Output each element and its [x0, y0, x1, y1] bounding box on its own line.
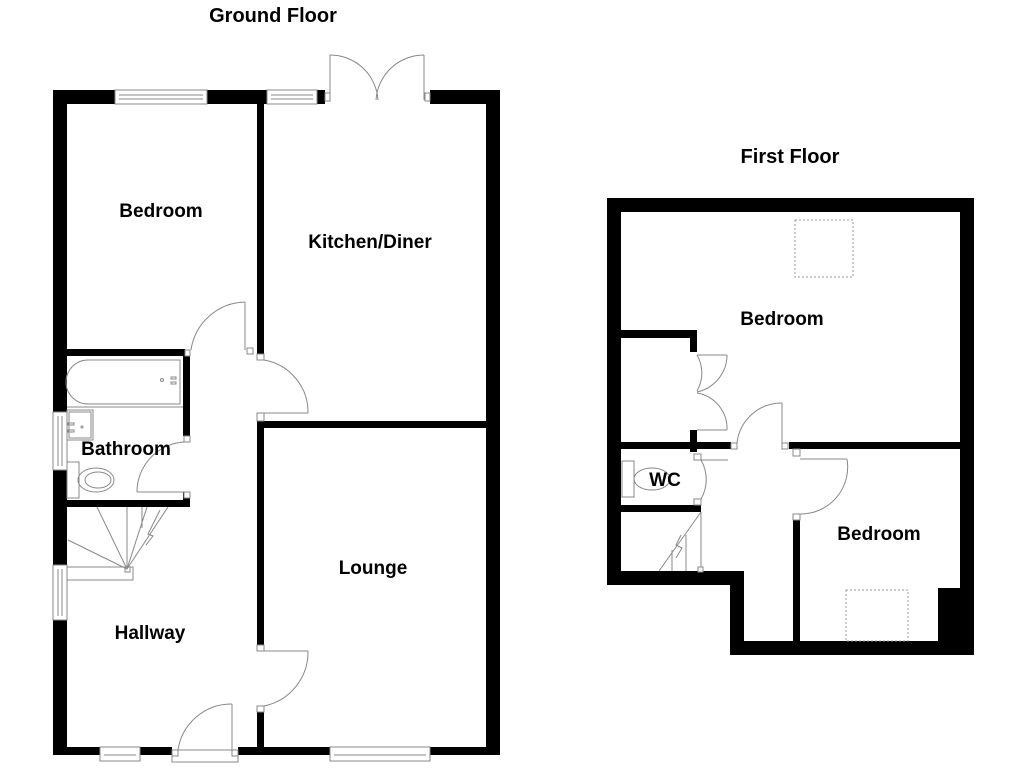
- first-floor-doors: [693, 354, 849, 521]
- window-hallway-side: [52, 564, 68, 621]
- ground-floor-title: Ground Floor: [209, 5, 337, 27]
- first-floor-internal-walls: [621, 330, 960, 641]
- bath-icon: [65, 359, 183, 408]
- chimney-breast: [938, 588, 974, 655]
- loft-hatch-icon: [794, 219, 854, 278]
- ground-floor-internal-walls: [67, 104, 486, 747]
- window-bathroom: [52, 411, 68, 471]
- ground-floor-outer-walls: [53, 90, 500, 755]
- window-bedroom: [114, 89, 208, 105]
- wc-toilet-icon: [621, 460, 671, 498]
- window-kitchen: [266, 89, 318, 105]
- window-lounge: [329, 746, 431, 762]
- toilet-icon: [66, 461, 115, 499]
- room-label-bedroom-2: Bedroom: [837, 524, 920, 545]
- room-label-bedroom: Bedroom: [119, 201, 202, 222]
- room-label-bedroom-1: Bedroom: [740, 309, 823, 330]
- staircase-icon: [66, 506, 169, 581]
- room-label-bathroom: Bathroom: [81, 439, 171, 460]
- room-label-lounge: Lounge: [339, 558, 408, 579]
- first-floor: First Floor: [607, 146, 974, 655]
- french-doors-icon: [324, 54, 431, 102]
- first-floor-outer-walls: [607, 198, 974, 655]
- room-label-wc: WC: [649, 470, 681, 491]
- sink-icon: [66, 409, 94, 441]
- room-label-kitchen-diner: Kitchen/Diner: [308, 232, 432, 253]
- ground-floor-doors: [136, 301, 309, 763]
- skylight-icon: [845, 589, 909, 642]
- ground-floor-windows: [52, 89, 431, 762]
- room-label-hallway: Hallway: [115, 623, 186, 644]
- ground-floor: Ground Floor: [52, 5, 500, 763]
- first-floor-staircase-icon: [658, 511, 704, 573]
- first-floor-title: First Floor: [741, 146, 840, 168]
- window-hallway-front: [99, 746, 141, 762]
